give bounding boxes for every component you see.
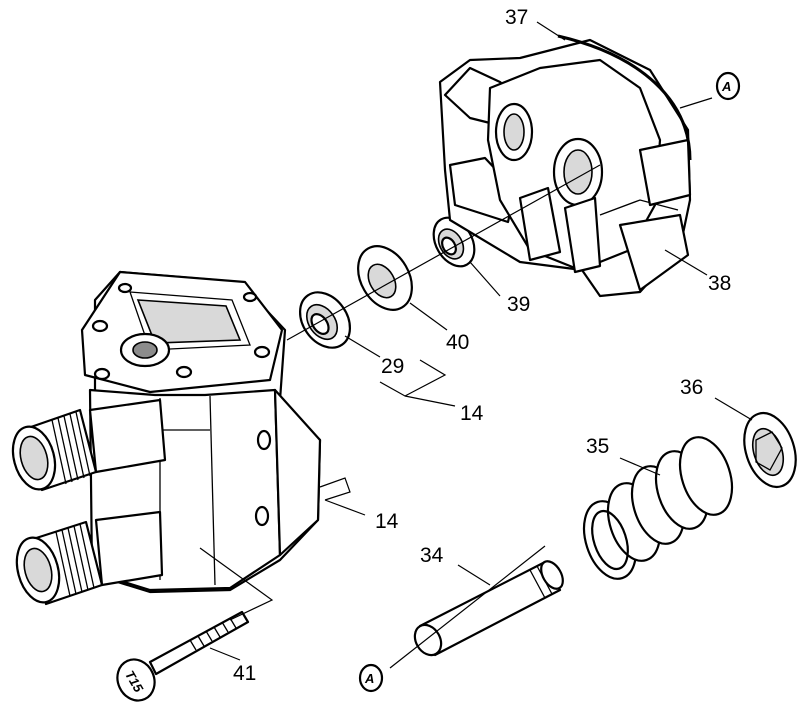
reference-mark-top: A [715,71,741,101]
seal-29 [298,291,352,349]
callout-29: 29 [381,355,404,378]
svg-text:A: A [721,79,731,94]
washer-36 [743,412,797,488]
piston-34 [413,560,564,657]
callout-34: 34 [420,544,444,567]
reference-mark-bottom: A [358,663,384,693]
leader-lines [199,21,753,669]
callout-14-upper: 14 [460,402,484,425]
lower-threaded-port [15,510,164,606]
upper-threaded-port [11,398,167,492]
callout-14-lower: 14 [375,510,399,533]
callout-38: 38 [708,272,731,295]
o-ring-37 [557,34,692,161]
ring-40 [357,245,413,311]
callout-39: 39 [507,293,530,316]
cover-38 [438,38,692,298]
callout-40: 40 [446,331,469,354]
callout-37: 37 [505,6,528,29]
callout-41: 41 [233,662,256,685]
svg-text:A: A [364,671,374,686]
callout-35: 35 [586,435,609,458]
assembly-axis-line [286,164,601,341]
valve-housing [11,270,322,606]
screw-41: T15 [116,610,250,702]
seal-39 [432,216,476,268]
spring-35 [582,436,734,580]
callout-36: 36 [680,376,703,399]
